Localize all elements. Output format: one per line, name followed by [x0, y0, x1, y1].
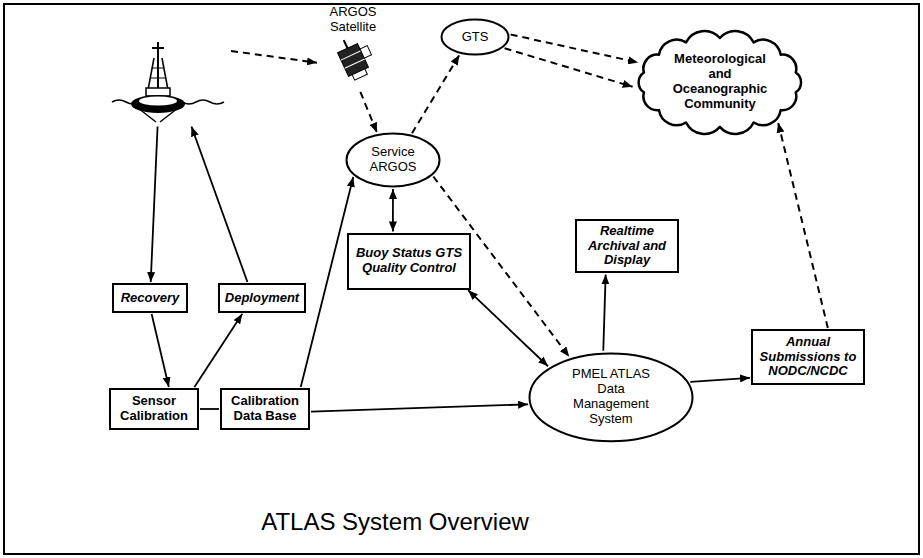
text-block: Calibration Data Base [227, 394, 303, 424]
connector-arrow [360, 92, 377, 133]
network-ellipse: GTS [440, 18, 510, 56]
text-block: GTS [462, 30, 489, 45]
connector-arrow [468, 290, 548, 366]
node-label: Buoy Status GTS Quality Control [354, 246, 464, 276]
node-label: Recovery [121, 291, 180, 306]
node-label: Annual Submissions to NODC/NCDC [758, 335, 858, 380]
process-box: Calibration Data Base [220, 388, 310, 430]
community-cloud: Meteorological and Oceanographic Communi… [633, 29, 807, 136]
node-label: Deployment [225, 291, 299, 306]
diagram-title: ATLAS System Overview [261, 508, 529, 536]
process-box: Deployment [218, 283, 306, 313]
node-label: Meteorological and Oceanographic Communi… [668, 52, 772, 112]
process-box: Realtime Archival and Display [575, 219, 679, 274]
node-label: Service ARGOS [363, 145, 423, 175]
text-block: ARGOS Satellite [321, 5, 385, 35]
frame-border [4, 4, 919, 554]
process-box: Sensor Calibration [109, 388, 199, 430]
connector-arrow [152, 314, 169, 387]
text-block: Recovery [121, 291, 180, 306]
satellite-node: ARGOS Satellite [318, 5, 388, 91]
connector-arrow [151, 126, 158, 282]
process-box: Buoy Status GTS Quality Control [347, 233, 471, 290]
buoy-node [110, 39, 230, 126]
connector-arrow [191, 126, 247, 282]
node-label: ARGOS Satellite [321, 5, 385, 35]
text-block: Annual Submissions to NODC/NCDC [758, 335, 858, 380]
text-block: Meteorological and Oceanographic Communi… [668, 52, 772, 112]
connector-arrow [301, 177, 353, 387]
node-label: Realtime Archival and Display [587, 224, 667, 269]
connector-arrow [603, 274, 605, 350]
system-ellipse: PMEL ATLAS Data Management System [528, 352, 694, 443]
service-ellipse: Service ARGOS [345, 132, 441, 188]
connector-arrow [505, 48, 633, 87]
ellipse-shape [442, 20, 509, 55]
text-block: Buoy Status GTS Quality Control [354, 246, 464, 276]
ellipse-shape [530, 353, 693, 441]
node-label: PMEL ATLAS Data Management System [558, 367, 664, 427]
connector-arrow [511, 35, 638, 63]
connector-arrow [778, 123, 828, 328]
process-box: Annual Submissions to NODC/NCDC [751, 329, 865, 385]
connector-arrow [392, 189, 394, 232]
text-block: Sensor Calibration [116, 394, 192, 424]
cloud-shape [639, 31, 801, 134]
text-block: PMEL ATLAS Data Management System [558, 367, 664, 427]
connector-arrow [690, 378, 750, 382]
text-block: Service ARGOS [363, 145, 423, 175]
text-block: Deployment [225, 291, 299, 306]
node-label: Sensor Calibration [116, 394, 192, 424]
connector-arrow [412, 55, 459, 133]
satellite-icon [318, 35, 388, 85]
buoy-illustration [110, 40, 230, 125]
connector-arrow [231, 51, 317, 63]
text-block: Realtime Archival and Display [587, 224, 667, 269]
connector-arrow [200, 408, 219, 410]
process-box: Recovery [112, 283, 188, 313]
node-label: Calibration Data Base [227, 394, 303, 424]
connector-arrow [311, 404, 528, 411]
connector-arrow [194, 314, 242, 387]
ellipse-shape [347, 134, 440, 187]
node-label: GTS [462, 30, 489, 45]
